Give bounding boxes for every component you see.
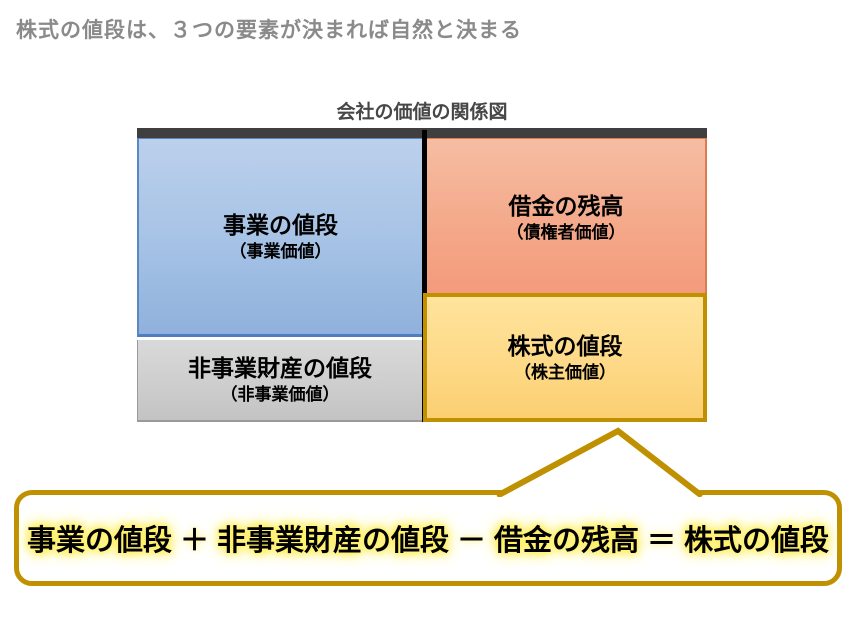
quadrant-business-value: 事業の値段 （事業価値） xyxy=(137,138,422,337)
quadrant-label: 事業の値段 xyxy=(223,211,338,238)
quadrant-label: 株式の値段 xyxy=(507,332,623,359)
vertical-divider xyxy=(422,130,427,422)
equals-operator: ＝ xyxy=(647,525,677,557)
quadrant-sublabel: （事業価値） xyxy=(229,241,332,261)
formula-text: 事業の値段＋非事業財産の値段－借金の残高＝株式の値段 xyxy=(27,517,829,559)
company-value-diagram: 事業の値段 （事業価値） 非事業財産の値段 （非事業価値） 借金の残高 （債権者… xyxy=(137,128,707,422)
quadrant-sublabel: （債権者価値） xyxy=(506,222,626,242)
formula-callout: 事業の値段＋非事業財産の値段－借金の残高＝株式の値段 xyxy=(14,490,842,586)
quadrant-label: 非事業財産の値段 xyxy=(188,355,372,382)
quadrant-sublabel: （株主価値） xyxy=(514,362,616,382)
plus-operator: ＋ xyxy=(179,525,209,557)
quadrant-nonbusiness-value: 非事業財産の値段 （非事業価値） xyxy=(137,340,422,422)
formula-term-debt: 借金の残高 xyxy=(494,525,640,557)
quadrant-label: 借金の残高 xyxy=(508,192,624,219)
minus-operator: － xyxy=(456,525,486,557)
formula-term-equity: 株式の値段 xyxy=(684,525,830,557)
formula-term-business: 事業の値段 xyxy=(26,525,172,557)
formula-term-nonbusiness: 非事業財産の値段 xyxy=(216,525,449,557)
quadrant-debt-balance: 借金の残高 （債権者価値） xyxy=(427,138,707,296)
diagram-title: 会社の価値の関係図 xyxy=(336,102,508,123)
quadrant-stock-price: 株式の値段 （株主価値） xyxy=(423,293,707,422)
quadrant-sublabel: （非事業価値） xyxy=(220,385,340,405)
slide-title: 株式の値段は、３つの要素が決まれば自然と決まる xyxy=(16,19,522,42)
callout-pointer xyxy=(495,427,704,497)
